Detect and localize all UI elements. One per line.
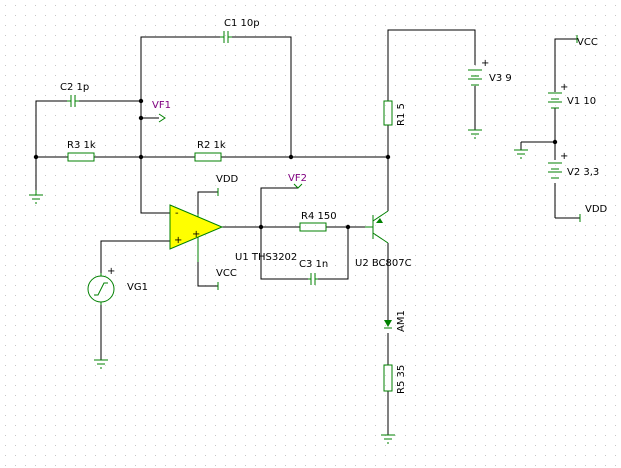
capacitor-c1 (220, 31, 232, 43)
label-u2: U2 BC807C (355, 258, 412, 269)
label-v2: V2 3,3 (567, 167, 599, 178)
transistor-u2 (365, 210, 389, 244)
label-r2: R2 1k (197, 140, 226, 151)
resistor-r1 (383, 100, 393, 126)
ground-supply (514, 149, 528, 159)
label-vf1: VF1 (152, 100, 171, 111)
label-v1: V1 10 (567, 96, 596, 107)
label-vg1: VG1 (127, 282, 148, 293)
ground-left (29, 190, 43, 204)
junctions (33, 98, 558, 230)
label-am1: AM1 (396, 310, 407, 332)
resistor-r3 (67, 152, 95, 162)
resistor-r5 (383, 364, 393, 392)
label-vcc-bottom: VCC (216, 268, 237, 279)
label-r1: R1 5 (396, 103, 407, 126)
voltage-probe-vf2 (293, 183, 303, 189)
label-r4: R4 150 (301, 211, 337, 222)
label-r3: R3 1k (67, 140, 96, 151)
capacitor-c2 (67, 95, 79, 107)
battery-v2: + (548, 151, 568, 179)
ground-vg1 (94, 359, 108, 369)
background-grid (5, 5, 616, 466)
label-c3: C3 1n (299, 259, 328, 270)
ground-r5 (381, 434, 395, 444)
vg1-plus-mark: + (107, 266, 115, 277)
resistor-r4 (299, 222, 327, 232)
ground-v3 (468, 129, 482, 139)
label-c2: C2 1p (60, 82, 89, 93)
resistor-r2 (194, 152, 222, 162)
label-vcc-right: VCC (577, 37, 598, 48)
label-v3: V3 9 (489, 73, 512, 84)
v2-plus-mark: + (560, 151, 568, 162)
label-c1: C1 10p (224, 18, 260, 29)
battery-v1: + (548, 82, 568, 109)
battery-v3: + (468, 58, 489, 86)
opamp-minus-mark: - (175, 208, 179, 219)
v3-plus-mark: + (481, 58, 489, 69)
label-vf2: VF2 (288, 173, 307, 184)
opamp-u1: - + + (169, 204, 224, 262)
ammeter-am1 (384, 320, 392, 329)
wires (35, 29, 580, 435)
rail-flags (217, 35, 581, 290)
opamp-plus-mark-2: + (192, 229, 200, 240)
capacitor-c3 (308, 273, 318, 285)
opamp-plus-mark: + (174, 235, 182, 246)
v1-plus-mark: + (560, 82, 568, 93)
signal-generator-vg1: + (87, 266, 115, 305)
label-vdd-top: VDD (216, 174, 239, 185)
label-r5: R5 35 (396, 365, 407, 394)
voltage-probe-vf1 (158, 113, 166, 123)
label-vdd-right: VDD (585, 204, 608, 215)
label-u1: U1 THS3202 (235, 252, 297, 263)
